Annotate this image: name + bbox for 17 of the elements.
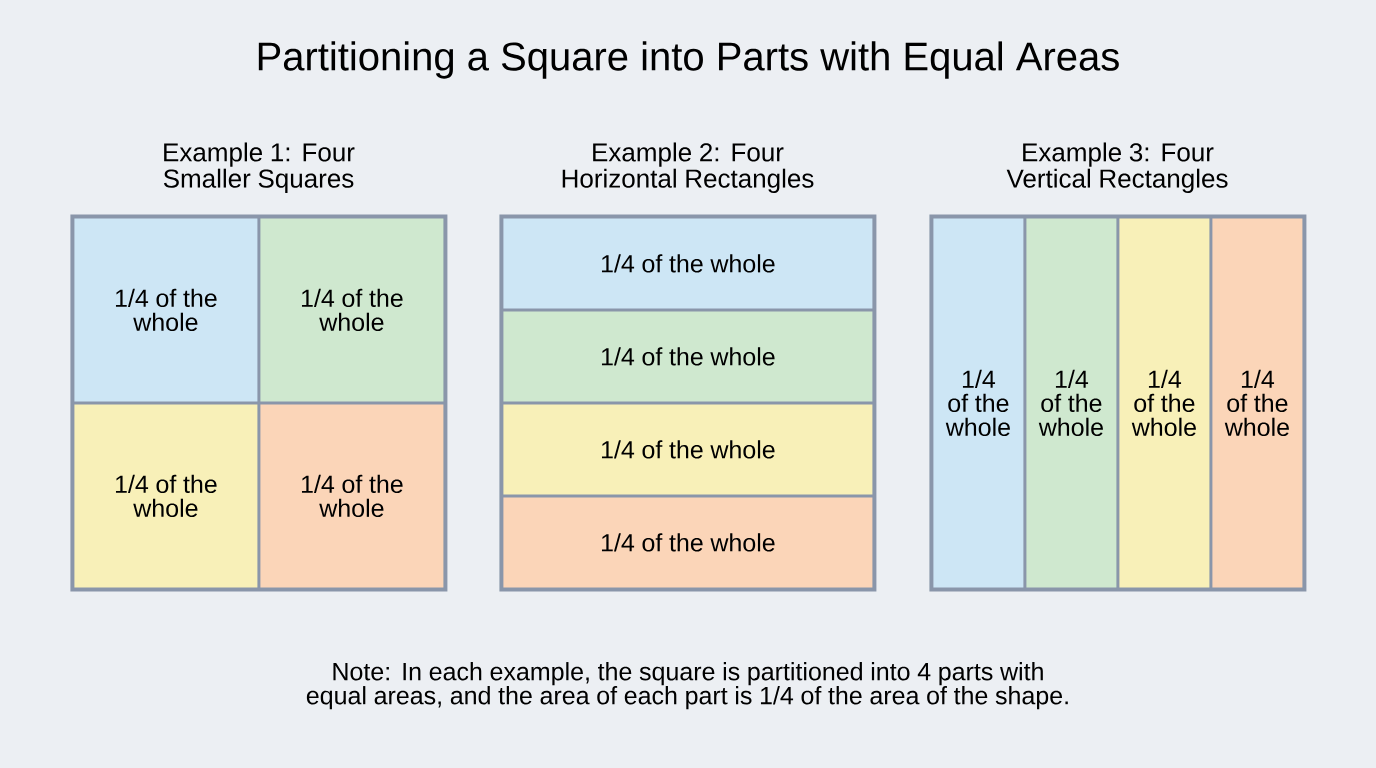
part-cell: 1/4 of the whole [503,404,873,495]
part-cell: 1/4 of the whole [503,218,873,309]
part-cell: 1/4 of the whole [74,404,258,588]
part-cell: 1/4 of the whole [260,218,444,402]
example-heading: Example 1: Four Smaller Squares [163,142,355,193]
part-cell: 1/4 of the whole [74,218,258,402]
part-cell: 1/4 of the whole [933,218,1024,588]
part-cell: 1/4 of the whole [503,497,873,588]
title: Partitioning a Square into Parts with Equal Areas [258,41,1119,79]
part-cell: 1/4 of the whole [1119,218,1210,588]
part-cell: 1/4 of the whole [1026,218,1117,588]
example-heading: Example 2: Four Horizontal Rectangles [562,142,814,193]
note: Note: In each example, the square is partitioned into 4 parts with equal areas, and the area of each part is 1/4 of the area of the shape. [306,662,1068,710]
part-cell: 1/4 of the whole [1212,218,1303,588]
example-heading: Example 3: Four Vertical Rectangles [1006,142,1228,193]
part-cell: 1/4 of the whole [503,311,873,402]
part-cell: 1/4 of the whole [260,404,444,588]
